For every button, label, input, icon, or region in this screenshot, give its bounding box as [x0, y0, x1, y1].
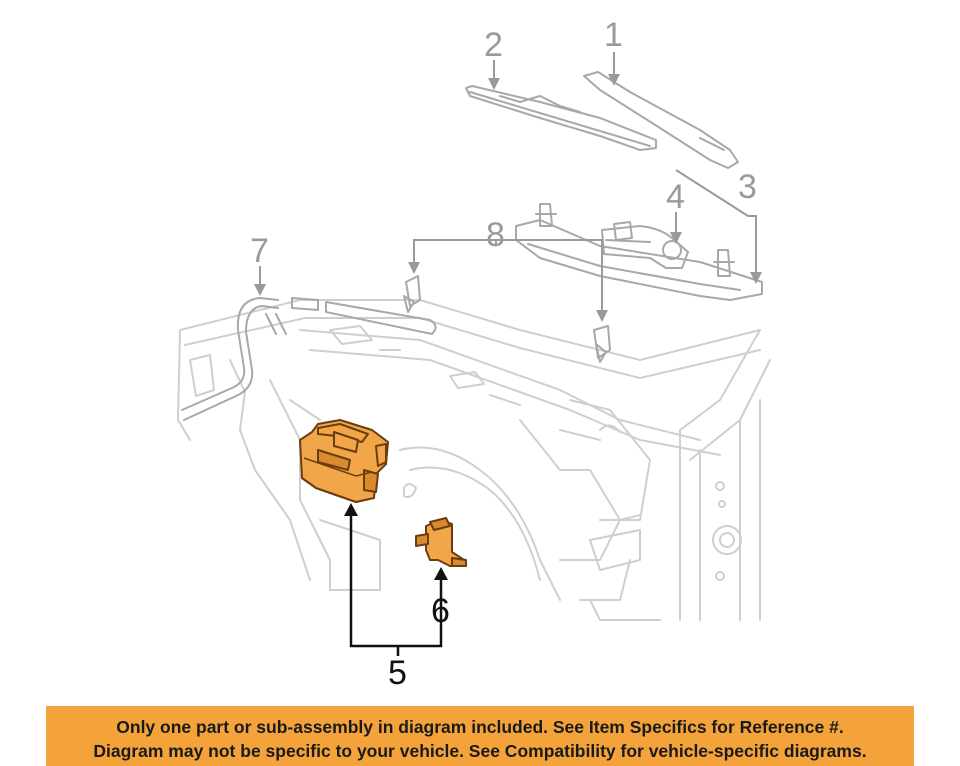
washer-reservoir-part: [299, 419, 389, 503]
disclaimer-banner: Only one part or sub-assembly in diagram…: [46, 706, 914, 766]
disclaimer-line-2: Diagram may not be specific to your vehi…: [93, 740, 867, 761]
vehicle-body-outline: [177, 299, 771, 621]
callout-5: 5: [388, 654, 407, 692]
leader-lines: [254, 52, 762, 656]
callout-7: 7: [250, 232, 269, 270]
callout-2: 2: [484, 26, 503, 64]
washer-pump-part: [415, 517, 467, 567]
callout-1: 1: [604, 16, 623, 54]
wiper-blade-part: [465, 85, 657, 151]
callout-3: 3: [738, 168, 757, 206]
parts-diagram: 1 2 3 4 7 8 6 5: [177, 16, 771, 692]
wiper-linkage-part: [515, 203, 763, 301]
washer-nozzle-left: [403, 275, 421, 313]
wiper-motor-part: [601, 221, 689, 269]
callout-4: 4: [666, 178, 685, 216]
callout-8: 8: [486, 216, 505, 254]
washer-nozzle-right: [593, 325, 611, 363]
wiper-arm-part: [583, 71, 739, 169]
washer-hose-part: [181, 297, 437, 421]
disclaimer-line-1: Only one part or sub-assembly in diagram…: [116, 716, 844, 737]
callout-6: 6: [431, 592, 450, 630]
